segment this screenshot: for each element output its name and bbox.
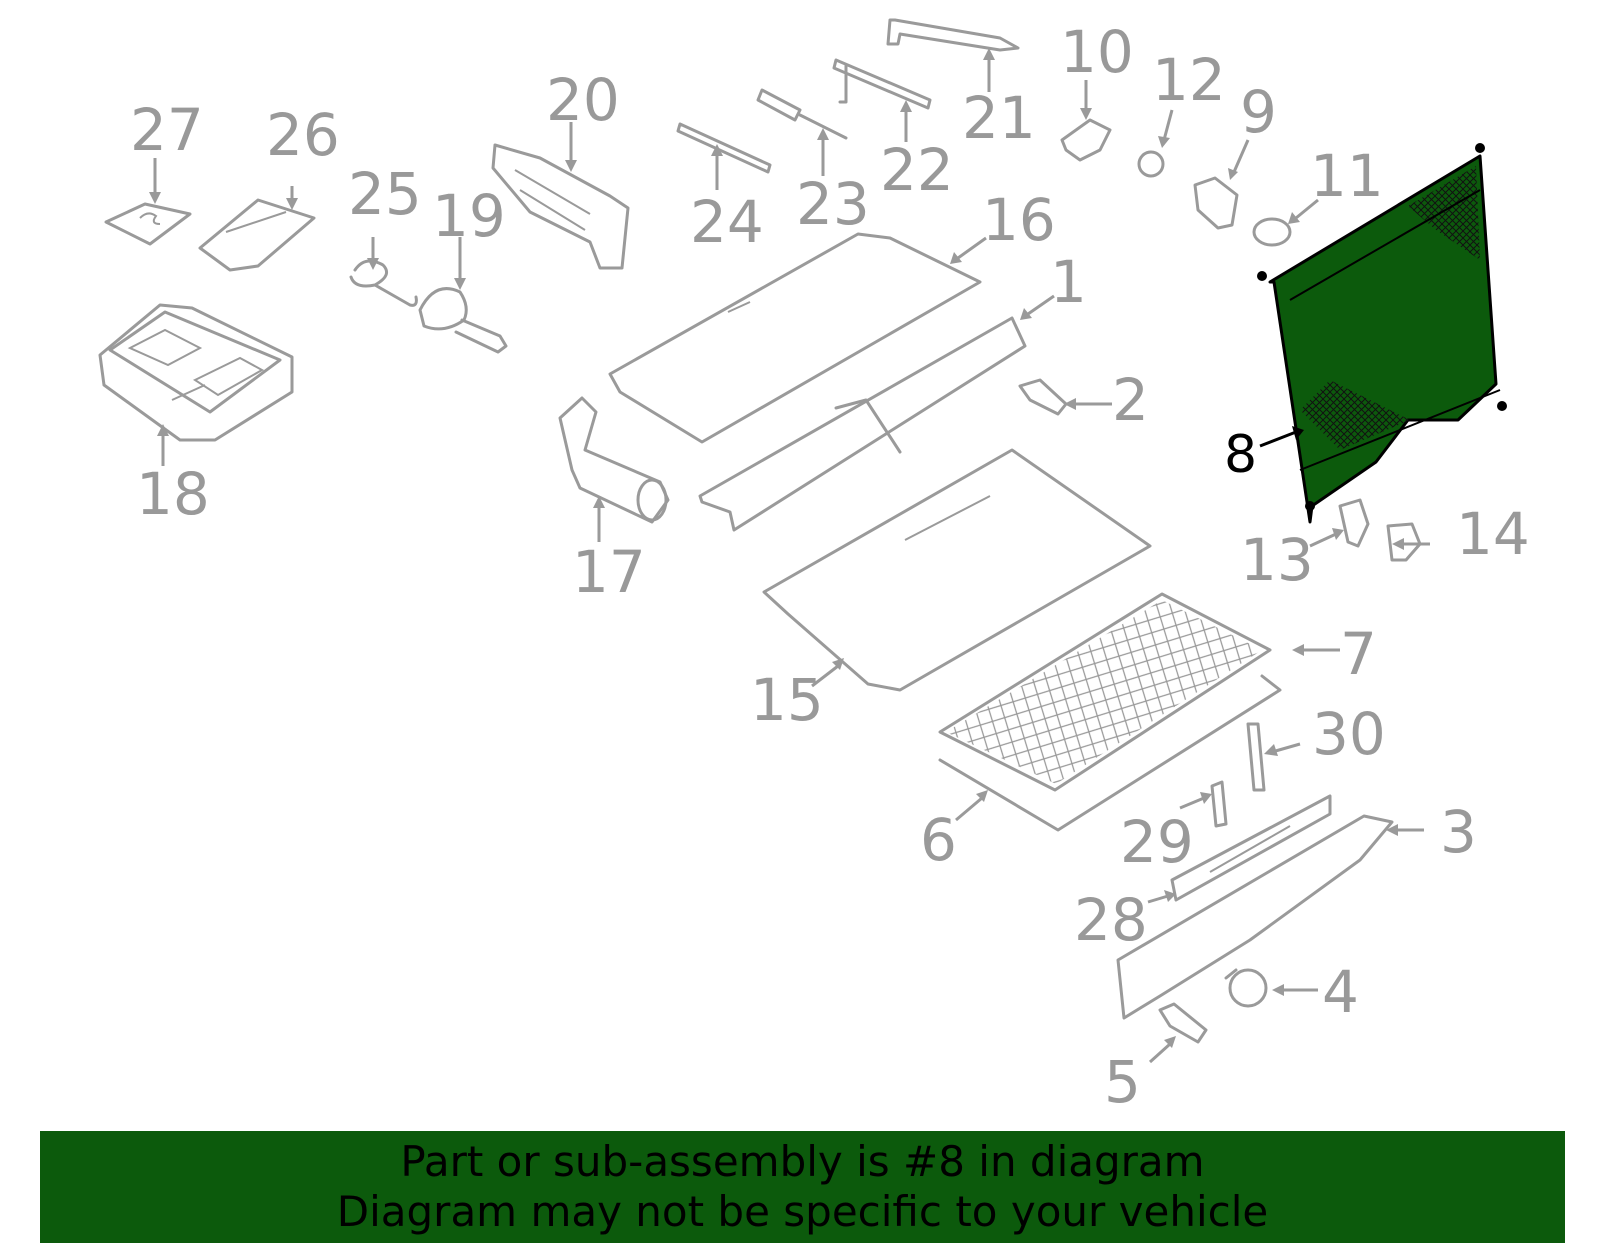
banner-line-1: Part or sub-assembly is #8 in diagram [400, 1137, 1205, 1186]
callout-16: 16 [982, 186, 1056, 254]
callout-21: 21 [962, 84, 1036, 152]
callout-3: 3 [1440, 798, 1477, 866]
callout-10: 10 [1060, 18, 1134, 86]
callout-4: 4 [1322, 958, 1359, 1026]
callout-30: 30 [1312, 700, 1386, 768]
part-19-tow-eye [418, 287, 508, 354]
callout-23: 23 [796, 170, 870, 238]
part-20-jack [491, 143, 630, 270]
callout-14: 14 [1456, 500, 1530, 568]
part-29-clip [1210, 780, 1228, 828]
callout-7: 7 [1340, 620, 1377, 688]
part-5-fastener [1158, 1002, 1208, 1044]
part-27-booklet [104, 202, 192, 246]
part-22-lug-wrench [832, 58, 932, 110]
part-26-pouch [198, 198, 316, 272]
part-30-strap [1246, 722, 1266, 792]
callout-19: 19 [432, 182, 506, 250]
part-8-partition-net [1257, 143, 1507, 524]
part-4-knob [1224, 968, 1268, 1008]
part-1-cover-housing [698, 316, 1027, 532]
callout-9: 9 [1240, 78, 1277, 146]
part-25-hook [349, 259, 418, 307]
banner-line-2: Diagram may not be specific to your vehi… [336, 1187, 1269, 1236]
part-6-mat [938, 674, 1282, 832]
callout-26: 26 [266, 101, 340, 169]
callout-15: 15 [750, 666, 824, 734]
callout-1: 1 [1050, 248, 1087, 316]
part-7-cargo-net [938, 592, 1272, 792]
part-14-clip [1386, 522, 1422, 562]
callout-20: 20 [546, 66, 620, 134]
part-18-tool-tray [98, 303, 294, 442]
part-9-anchor [1193, 176, 1239, 230]
callout-5: 5 [1104, 1048, 1141, 1116]
callout-25: 25 [348, 160, 422, 228]
callout-29: 29 [1120, 808, 1194, 876]
callout-6: 6 [920, 806, 957, 874]
callout-17: 17 [572, 538, 646, 606]
callout-22: 22 [880, 136, 954, 204]
part-11-grommet [1252, 217, 1292, 247]
callout-13: 13 [1240, 526, 1314, 594]
part-13-hook [1338, 498, 1370, 548]
callout-11: 11 [1310, 142, 1384, 210]
part-3-side-trim [1116, 814, 1394, 1020]
callout-28: 28 [1074, 886, 1148, 954]
callout-labels: 27 26 25 19 20 24 23 22 21 10 12 9 11 16… [130, 18, 1530, 1116]
part-24-wrench [676, 122, 772, 174]
leader-arrows [149, 48, 1430, 1064]
part-12-clip [1137, 150, 1165, 178]
callout-2: 2 [1112, 366, 1149, 434]
info-banner: Part or sub-assembly is #8 in diagram Di… [40, 1131, 1565, 1243]
callout-24: 24 [690, 188, 764, 256]
part-2-push-pin [1018, 378, 1068, 416]
callout-18: 18 [136, 460, 210, 528]
callout-12: 12 [1152, 46, 1226, 114]
part-10-bracket [1060, 118, 1112, 162]
callout-27: 27 [130, 96, 204, 164]
part-15-load-floor [762, 448, 1152, 692]
part-28-sill [1170, 794, 1332, 902]
part-17-cylinder [558, 396, 670, 524]
callout-8: 8 [1224, 425, 1257, 485]
part-21-handle [886, 18, 1020, 52]
part-23-screwdriver [756, 88, 848, 140]
part-16-cover-panel [608, 232, 982, 444]
